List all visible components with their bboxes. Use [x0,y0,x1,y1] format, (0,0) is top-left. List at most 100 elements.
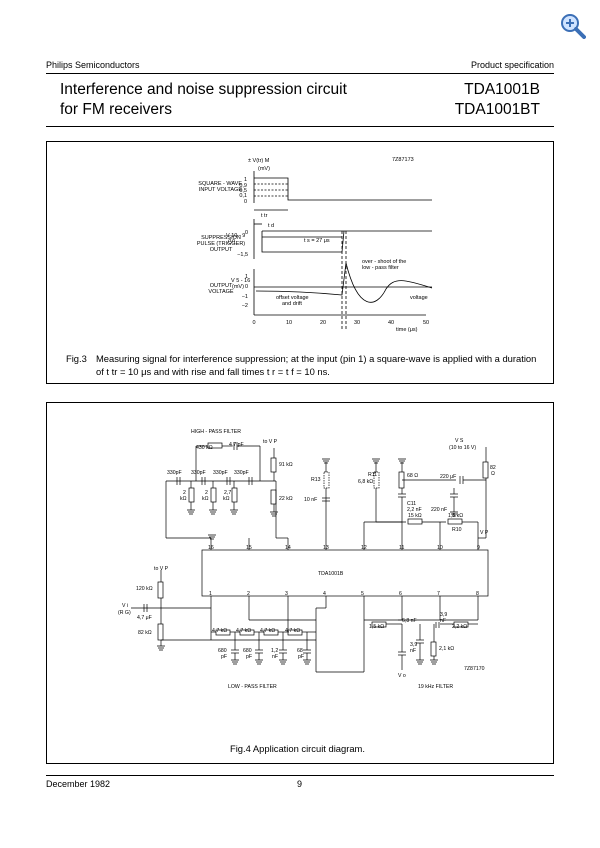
f-r21: 2,1 kΩ [439,646,454,652]
r-15k: 15 kΩ [408,513,422,519]
title-rule [46,126,554,127]
lpf-label: LOW - PASS FILTER [228,684,277,690]
zoom-in-icon[interactable] [560,13,586,39]
to-vp-2: to V P [154,566,169,572]
fig3-row2-axis: V 10 - 9 [226,233,245,239]
pin-1: 1 [209,591,212,597]
r-27k: 2,7 [224,490,231,496]
fig3-overshoot2: low - pass filter [362,265,399,271]
pin-15: 15 [246,545,252,551]
r-68ohm: 68 Ω [407,473,418,479]
fig3-row2-label3: OUTPUT [210,247,233,253]
pin-13: 13 [323,545,329,551]
fig3-ts: t s = 27 μs [304,238,330,244]
lp-u4: pF [298,654,304,660]
lp-r3: 4,7 kΩ [260,628,275,634]
r-68k: 6,8 kΩ [358,479,373,485]
c-10n: 10 nF [304,497,317,503]
c-330p-b: 330pF [191,470,206,476]
pin-16: 16 [208,545,214,551]
lp-r2: 4,7 kΩ [236,628,251,634]
fig3-waveform-diagram: ± V(tr) M (mV) 7Z87173 SQUARE - WAVE INP… [197,157,433,333]
fig3-row3-label1: OUTPUT [210,283,233,289]
vo-label: V o [398,673,406,679]
f-c68: 6,8 nF [402,618,417,624]
kohm-3: kΩ [223,496,230,502]
pin-10: 10 [437,545,443,551]
fig3-xtick-50: 50 [423,320,429,326]
part-number-2: TDA1001BT [454,101,540,118]
kohm-1: kΩ [180,496,187,502]
r13-label: R13 [311,477,321,483]
lp-u3: nF [272,654,278,660]
footer-page-number: 9 [297,779,303,789]
pin-8: 8 [476,591,479,597]
fig3-row1-label1: SQUARE - WAVE [198,181,242,187]
fig3-offset2: and drift [282,301,302,307]
fig4-circuit-diagram: HIGH - PASS FILTER to V P 430 kΩ 4,7 pF … [118,429,496,690]
fig3-xtick-0: 0 [252,320,255,326]
pin-11: 11 [399,545,404,551]
fig3-row3-unit: (mV) [232,284,244,290]
fig3-caption-line1: Measuring signal for interference suppre… [96,353,537,364]
lp-r4: 4,7 kΩ [285,628,300,634]
c-330p-d: 330pF [234,470,249,476]
c-220n: 220 nF [431,507,447,513]
fig3-row2-label2: PULSE (TRIGGER) [197,241,245,247]
r-2k-a: 2 [183,490,186,496]
fig3-td: t d [268,223,274,229]
r-82: 82 [490,465,496,471]
fig3-row2-label1: SUPPRESSION [201,235,241,241]
part-number-1: TDA1001B [464,81,540,98]
footer-rule [46,775,554,776]
pin-12: 12 [361,545,367,551]
r-2k-b: 2 [205,490,208,496]
khz-label: 19 kHz FILTER [418,684,453,690]
r10-label: R10 [452,527,462,533]
pin-3: 3 [285,591,288,597]
vp-label: V P [480,530,489,536]
fig3-row2-tick-0: 0 [245,230,248,236]
fig3-voltage: voltage [410,295,428,301]
c11-label: C11 [407,501,416,507]
fig3-row1-label2: INPUT VOLTAGE [199,187,242,193]
fig3-xtick-40: 40 [388,320,394,326]
fig3-vtr-label: ± V(tr) M [248,158,270,164]
c-22n: 2,2 nF [407,507,422,513]
fig3-xtick-30: 30 [354,320,360,326]
to-vp-1: to V P [263,439,278,445]
r-22k: 22 kΩ [279,496,293,502]
c-47u: 4,7 μF [137,615,152,621]
c-330p-a: 330pF [167,470,182,476]
ic-package [201,549,489,597]
fig3-row1-tick-1: 1 [244,177,247,183]
fig3-row1-tick-09: 0,9 [239,183,247,189]
fig3-row2-unit: (V) [228,239,236,245]
lp-c4: 68 [297,648,303,654]
lp-c2: 680 [243,648,252,654]
lp-u2: pF [246,654,252,660]
fig3-row3-tick-m2: −2 [242,303,248,309]
header-rule [46,73,554,74]
fig3-row3-tick-0: 0 [245,284,248,290]
pin-7: 7 [437,591,440,597]
pin-9: 9 [477,545,480,551]
fig3-overshoot1: over - shoot of the [362,259,406,265]
ic-name: TDA1001B [318,571,344,577]
fig3-xlabel: time (μs) [396,327,418,333]
fig3-row3-label2: VOLTAGE [208,289,233,295]
f-r22: 2,2 kΩ [452,624,467,630]
pin-5: 5 [361,591,364,597]
rg-label: (R G) [118,610,131,616]
r-15kb: 1,5 kΩ [448,513,463,519]
doc-title-line1: Interference and noise suppression circu… [60,81,347,98]
fig3-vtr-unit: (mV) [258,166,270,172]
fig3-row1-tick-0: 0 [244,199,247,205]
kohm-2: kΩ [202,496,209,502]
c-330p-c: 330pF [213,470,228,476]
pin-4: 4 [323,591,326,597]
fig3-offset1: offset voltage [276,295,309,301]
vs-range: (10 to 16 V) [449,445,476,451]
r-91k: 91 kΩ [279,462,293,468]
fig4-code: 7Z87170 [464,666,485,672]
